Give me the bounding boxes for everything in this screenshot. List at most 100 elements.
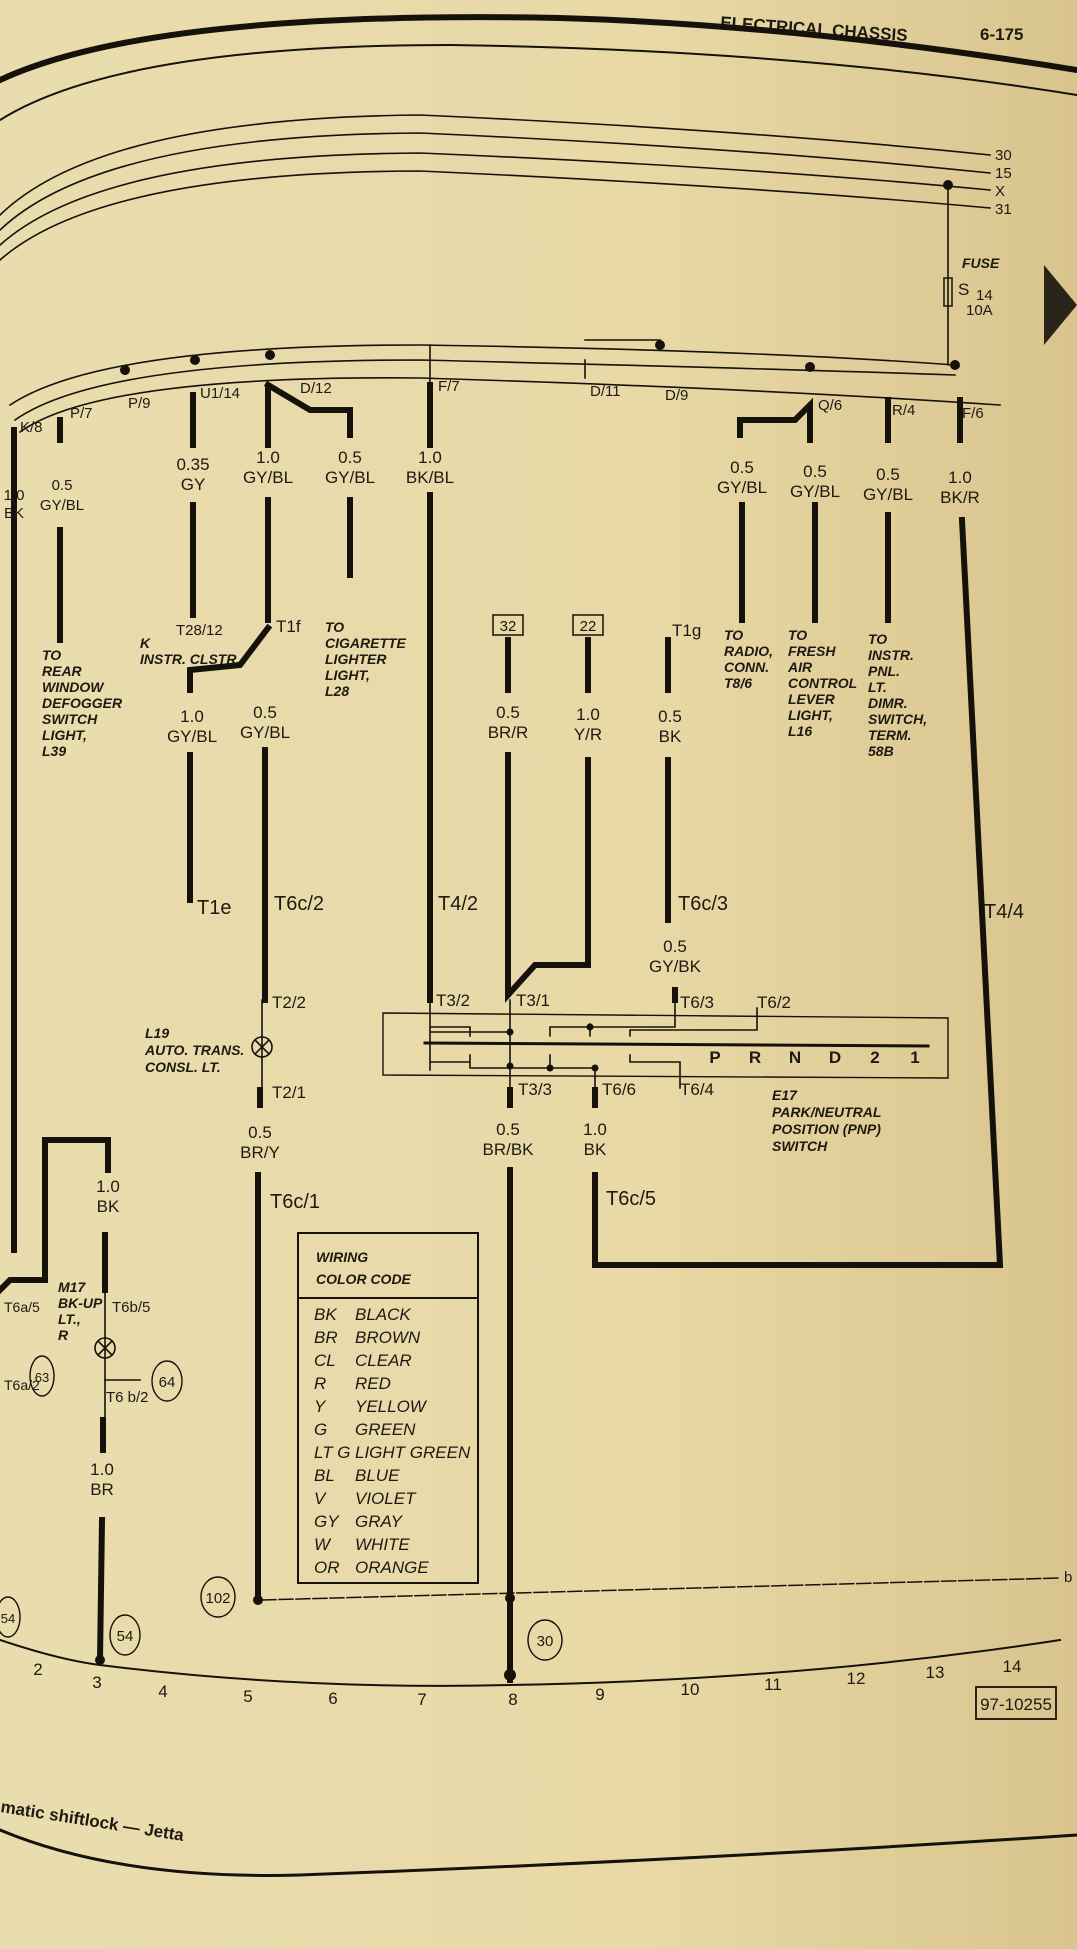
connector-t1e: T1e bbox=[197, 897, 231, 919]
note-line: INSTR. bbox=[868, 647, 914, 663]
connector-t2-2: T2/2 bbox=[272, 993, 306, 1012]
note-instr-panel: TO INSTR. PNL. LT. DIMR. SWITCH, TERM. 5… bbox=[868, 631, 927, 759]
legend-abbr: BK bbox=[314, 1305, 337, 1324]
connector-p9: P/9 bbox=[128, 395, 151, 412]
bus-lines bbox=[0, 114, 991, 262]
connector-r4: R/4 bbox=[892, 402, 915, 419]
ground-ref-30: 30 bbox=[537, 1633, 554, 1650]
wire-size: 0.5 bbox=[52, 477, 73, 494]
connector-f6: F/6 bbox=[962, 405, 984, 422]
note-line: AUTO. TRANS. bbox=[144, 1042, 244, 1058]
wire-color: GY/BL bbox=[240, 723, 290, 742]
wire-end-dots bbox=[95, 1593, 516, 1681]
note-line: POSITION (PNP) bbox=[772, 1121, 881, 1137]
wire-color: GY/BL bbox=[243, 468, 293, 487]
grid-number: 9 bbox=[595, 1685, 604, 1704]
wire-size: 1.0 bbox=[948, 468, 972, 487]
ground-ref-54: 54 bbox=[1, 1611, 15, 1626]
note-line: AIR bbox=[787, 659, 813, 675]
note-line: PARK/NEUTRAL bbox=[772, 1104, 881, 1120]
legend-abbr: LT G bbox=[314, 1443, 351, 1462]
legend-abbr: OR bbox=[314, 1558, 340, 1577]
connector-t6c-3: T6c/3 bbox=[678, 893, 728, 915]
wire-size: 0.5 bbox=[338, 448, 362, 467]
note-line: TO bbox=[868, 631, 887, 647]
grid-number: 11 bbox=[764, 1675, 782, 1694]
connector-t6c-2: T6c/2 bbox=[274, 893, 324, 915]
ref-box-32 bbox=[492, 614, 524, 636]
wire-color: BK bbox=[4, 505, 24, 522]
legend-abbr: G bbox=[314, 1420, 327, 1439]
gear-1: 1 bbox=[910, 1048, 919, 1067]
note-line: L16 bbox=[788, 723, 812, 739]
connector-d9: D/9 bbox=[665, 387, 688, 404]
legend-name: LIGHT GREEN bbox=[355, 1443, 471, 1462]
connector-t6-2: T6/2 bbox=[757, 993, 791, 1012]
gear-positions: P R N D 2 1 bbox=[709, 1048, 919, 1067]
grid-number: 5 bbox=[243, 1687, 252, 1706]
l19-bulb-icon bbox=[251, 999, 273, 1091]
wires bbox=[0, 380, 1004, 1683]
grid-number: 6 bbox=[328, 1689, 337, 1708]
wire-size: 1.0 bbox=[576, 705, 600, 724]
figure-id: 97-10255 bbox=[980, 1695, 1052, 1714]
wire-size: 1.0 bbox=[418, 448, 442, 467]
grid-number: 3 bbox=[92, 1673, 101, 1692]
connector-t1g: T1g bbox=[672, 621, 701, 640]
connector-u1-14: U1/14 bbox=[200, 385, 240, 402]
ground-ref-63: 63 bbox=[35, 1370, 49, 1385]
wire-size: 0.5 bbox=[730, 458, 754, 477]
wire-size: 0.5 bbox=[663, 937, 687, 956]
pnp-switch bbox=[382, 999, 949, 1091]
legend-name: GRAY bbox=[355, 1512, 404, 1531]
wire-color: GY bbox=[181, 475, 206, 494]
note-l19: L19 AUTO. TRANS. CONSL. LT. bbox=[144, 1025, 244, 1075]
note-line: LIGHT, bbox=[42, 727, 87, 743]
connector-t6c-5: T6c/5 bbox=[606, 1188, 656, 1210]
grid-number: 14 bbox=[1003, 1657, 1022, 1676]
legend-name: WHITE bbox=[355, 1535, 410, 1554]
fuse-label: FUSE bbox=[962, 255, 1000, 271]
connector-q6: Q/6 bbox=[818, 397, 842, 414]
connector-p7: P/7 bbox=[70, 405, 93, 422]
ground-ref-102: 102 bbox=[205, 1590, 230, 1607]
header-rule bbox=[0, 14, 1077, 84]
wire-color: GY/BL bbox=[325, 468, 375, 487]
connector-t3-3: T3/3 bbox=[518, 1080, 552, 1099]
wire-color: GY/BK bbox=[649, 957, 702, 976]
wire-color: BK bbox=[659, 727, 682, 746]
legend-name: YELLOW bbox=[355, 1397, 428, 1416]
note-line: DIMR. bbox=[868, 695, 908, 711]
fuse-id: S bbox=[958, 280, 969, 299]
ground-ref-64: 64 bbox=[159, 1374, 176, 1391]
legend-name: BLACK bbox=[355, 1305, 411, 1324]
note-line: CONSL. LT. bbox=[145, 1059, 221, 1075]
wire-color: BR/R bbox=[488, 723, 529, 742]
note-line: 58B bbox=[868, 743, 894, 759]
note-cigarette-lighter: TO CIGARETTE LIGHTER LIGHT, L28 bbox=[325, 619, 407, 699]
connector-t1f: T1f bbox=[276, 617, 301, 636]
connector-t3-1: T3/1 bbox=[516, 991, 550, 1010]
connector-k8: K/8 bbox=[20, 419, 43, 436]
note-line: RADIO, bbox=[724, 643, 773, 659]
wire-size: 0.5 bbox=[658, 707, 682, 726]
note-m17: M17 BK-UP LT., R bbox=[58, 1279, 103, 1343]
legend-title: COLOR CODE bbox=[316, 1271, 412, 1287]
gear-p: P bbox=[709, 1048, 720, 1067]
note-line: FRESH bbox=[788, 643, 836, 659]
grid-numbers: 2 3 4 5 6 7 8 9 10 11 12 13 14 bbox=[33, 1657, 1021, 1709]
connector-t6-6: T6/6 bbox=[602, 1080, 636, 1099]
note-line: L19 bbox=[145, 1025, 169, 1041]
connector-t6-4: T6/4 bbox=[680, 1080, 714, 1099]
wire-color: BR/Y bbox=[240, 1143, 280, 1162]
wire-color: BK/BL bbox=[406, 468, 454, 487]
note-line: T8/6 bbox=[724, 675, 752, 691]
legend-title: WIRING bbox=[316, 1249, 368, 1265]
note-line: LT. bbox=[868, 679, 887, 695]
note-line: SWITCH, bbox=[868, 711, 927, 727]
top-wire-labels: 1.0 BK 0.5 GY/BL 0.35 GY 1.0 GY/BL 0.5 G… bbox=[4, 448, 980, 522]
legend-name: VIOLET bbox=[355, 1489, 417, 1508]
legend-name: ORANGE bbox=[355, 1558, 429, 1577]
